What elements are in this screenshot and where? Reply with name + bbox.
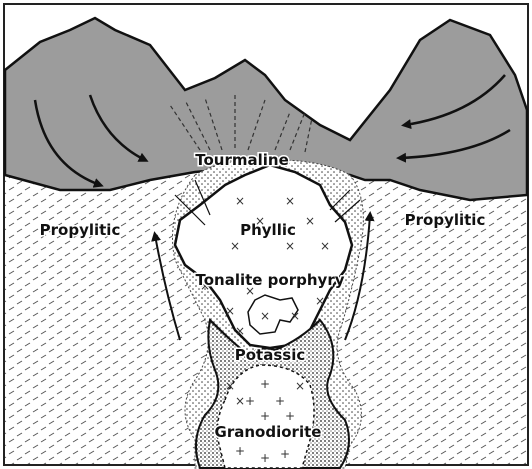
svg-text:+: + xyxy=(280,447,290,461)
label-phyllic: Phyllic xyxy=(240,221,296,239)
svg-text:+: + xyxy=(245,394,255,408)
svg-text:×: × xyxy=(290,309,300,323)
label-potassic: Potassic xyxy=(235,346,305,364)
svg-text:×: × xyxy=(285,239,295,253)
svg-text:×: × xyxy=(260,309,270,323)
svg-text:+: + xyxy=(260,451,270,465)
svg-text:+: + xyxy=(275,394,285,408)
svg-text:+: + xyxy=(260,377,270,391)
svg-text:×: × xyxy=(305,214,315,228)
svg-text:+: + xyxy=(235,444,245,458)
svg-text:×: × xyxy=(320,239,330,253)
label-granodiorite: Granodiorite xyxy=(215,423,322,441)
svg-text:×: × xyxy=(225,379,235,393)
svg-text:+: + xyxy=(285,409,295,423)
label-tourmaline: Tourmaline xyxy=(195,151,289,169)
svg-text:×: × xyxy=(235,194,245,208)
label-tonalite-porphyry: Tonalite porphyry xyxy=(195,271,344,289)
svg-text:×: × xyxy=(295,379,305,393)
label-propylitic-right: Propylitic xyxy=(405,211,486,229)
svg-text:×: × xyxy=(235,324,245,338)
svg-text:×: × xyxy=(230,239,240,253)
svg-text:×: × xyxy=(235,394,245,408)
svg-text:+: + xyxy=(260,409,270,423)
svg-text:×: × xyxy=(285,194,295,208)
svg-text:×: × xyxy=(315,294,325,308)
label-propylitic-left: Propylitic xyxy=(40,221,121,239)
svg-text:×: × xyxy=(225,304,235,318)
